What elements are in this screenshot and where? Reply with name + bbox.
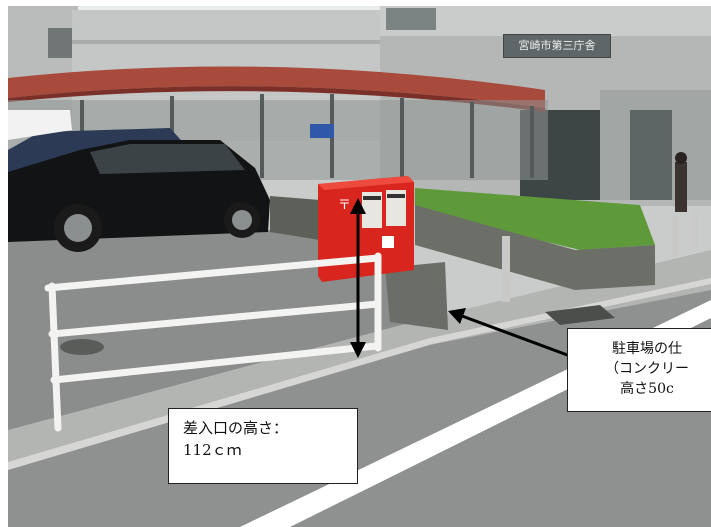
- step-wall: [385, 262, 448, 330]
- lot-callout: 駐車場の仕 （コンクリー 高さ50c: [567, 328, 711, 412]
- height-callout-line1: 差入口の高さ：: [183, 419, 289, 437]
- pointer-arrow: [448, 308, 571, 358]
- postbox-mark: 〒: [338, 198, 352, 213]
- photo: 宮崎市第三庁舎 〒: [8, 6, 711, 527]
- blue-sign: [310, 124, 334, 138]
- postbox: [318, 176, 414, 282]
- pedestrian: [675, 162, 687, 212]
- lot-callout-line2: （コンクリー: [605, 361, 689, 377]
- photo-scene: [8, 6, 711, 527]
- lot-callout-line1: 駐車場の仕: [612, 341, 682, 357]
- bollard: [672, 216, 678, 256]
- height-arrow: [350, 198, 366, 358]
- planter-wall: [270, 196, 320, 240]
- height-callout-line2: 112ｃｍ: [183, 441, 242, 459]
- hedge: [415, 188, 655, 250]
- bollard: [502, 236, 510, 302]
- awning: [8, 66, 545, 108]
- drain-grate: [545, 305, 615, 325]
- car-white: [8, 110, 72, 140]
- guard-rail: [44, 252, 382, 432]
- building-sign: 宮崎市第三庁舎: [503, 34, 611, 58]
- height-callout: 差入口の高さ： 112ｃｍ: [168, 408, 358, 484]
- lot-callout-line3: 高さ50c: [620, 381, 674, 397]
- bollard: [692, 210, 698, 250]
